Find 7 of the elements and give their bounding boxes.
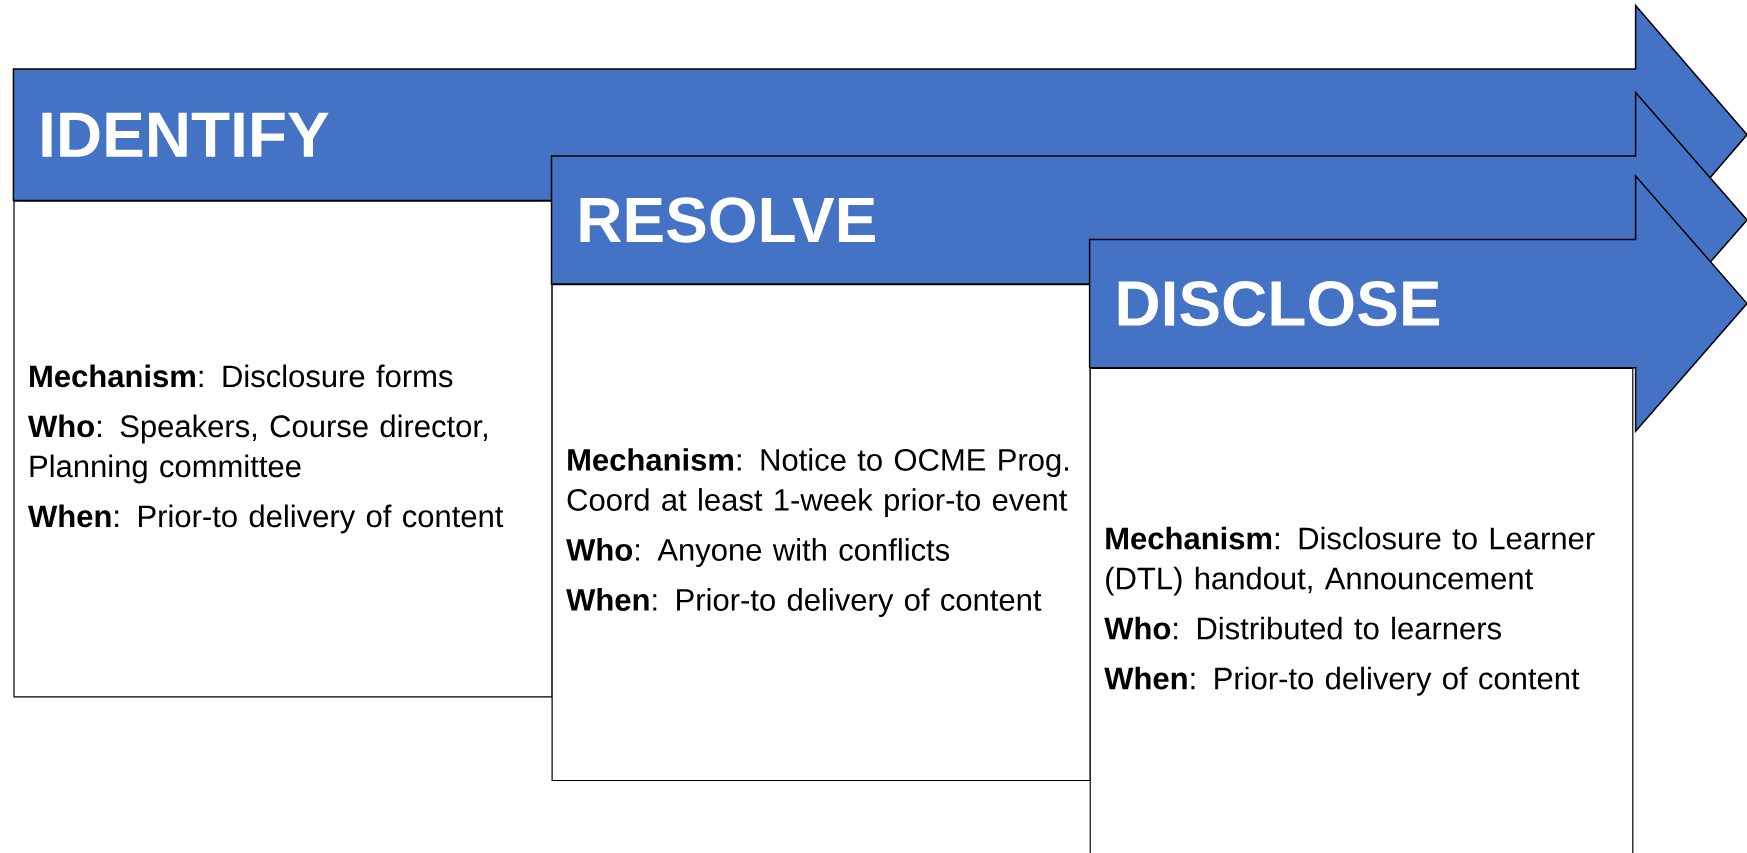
- node-label: RESOLVE: [580, 197, 875, 243]
- text-box: Mechanism: Notice to OCME Prog. Coord at least 1-week prior-to event Who: Anyone with conflicts When: Prior-to delivery of content: [551, 284, 1091, 782]
- text-box: Mechanism: Disclosure forms Who: Speakers, Course director, Planning committee When: Prior-to delivery of content: [13, 200, 553, 698]
- arrow-banner: DISCLOSE: [1088, 174, 1747, 434]
- text-box: Mechanism: Disclosure to Learner (DTL) handout, Announcement Who: Distributed to learners When: Prior-to delivery of content: [1089, 367, 1634, 853]
- node-label: DISCLOSE: [1118, 280, 1440, 327]
- node-label: IDENTIFY: [42, 112, 329, 157]
